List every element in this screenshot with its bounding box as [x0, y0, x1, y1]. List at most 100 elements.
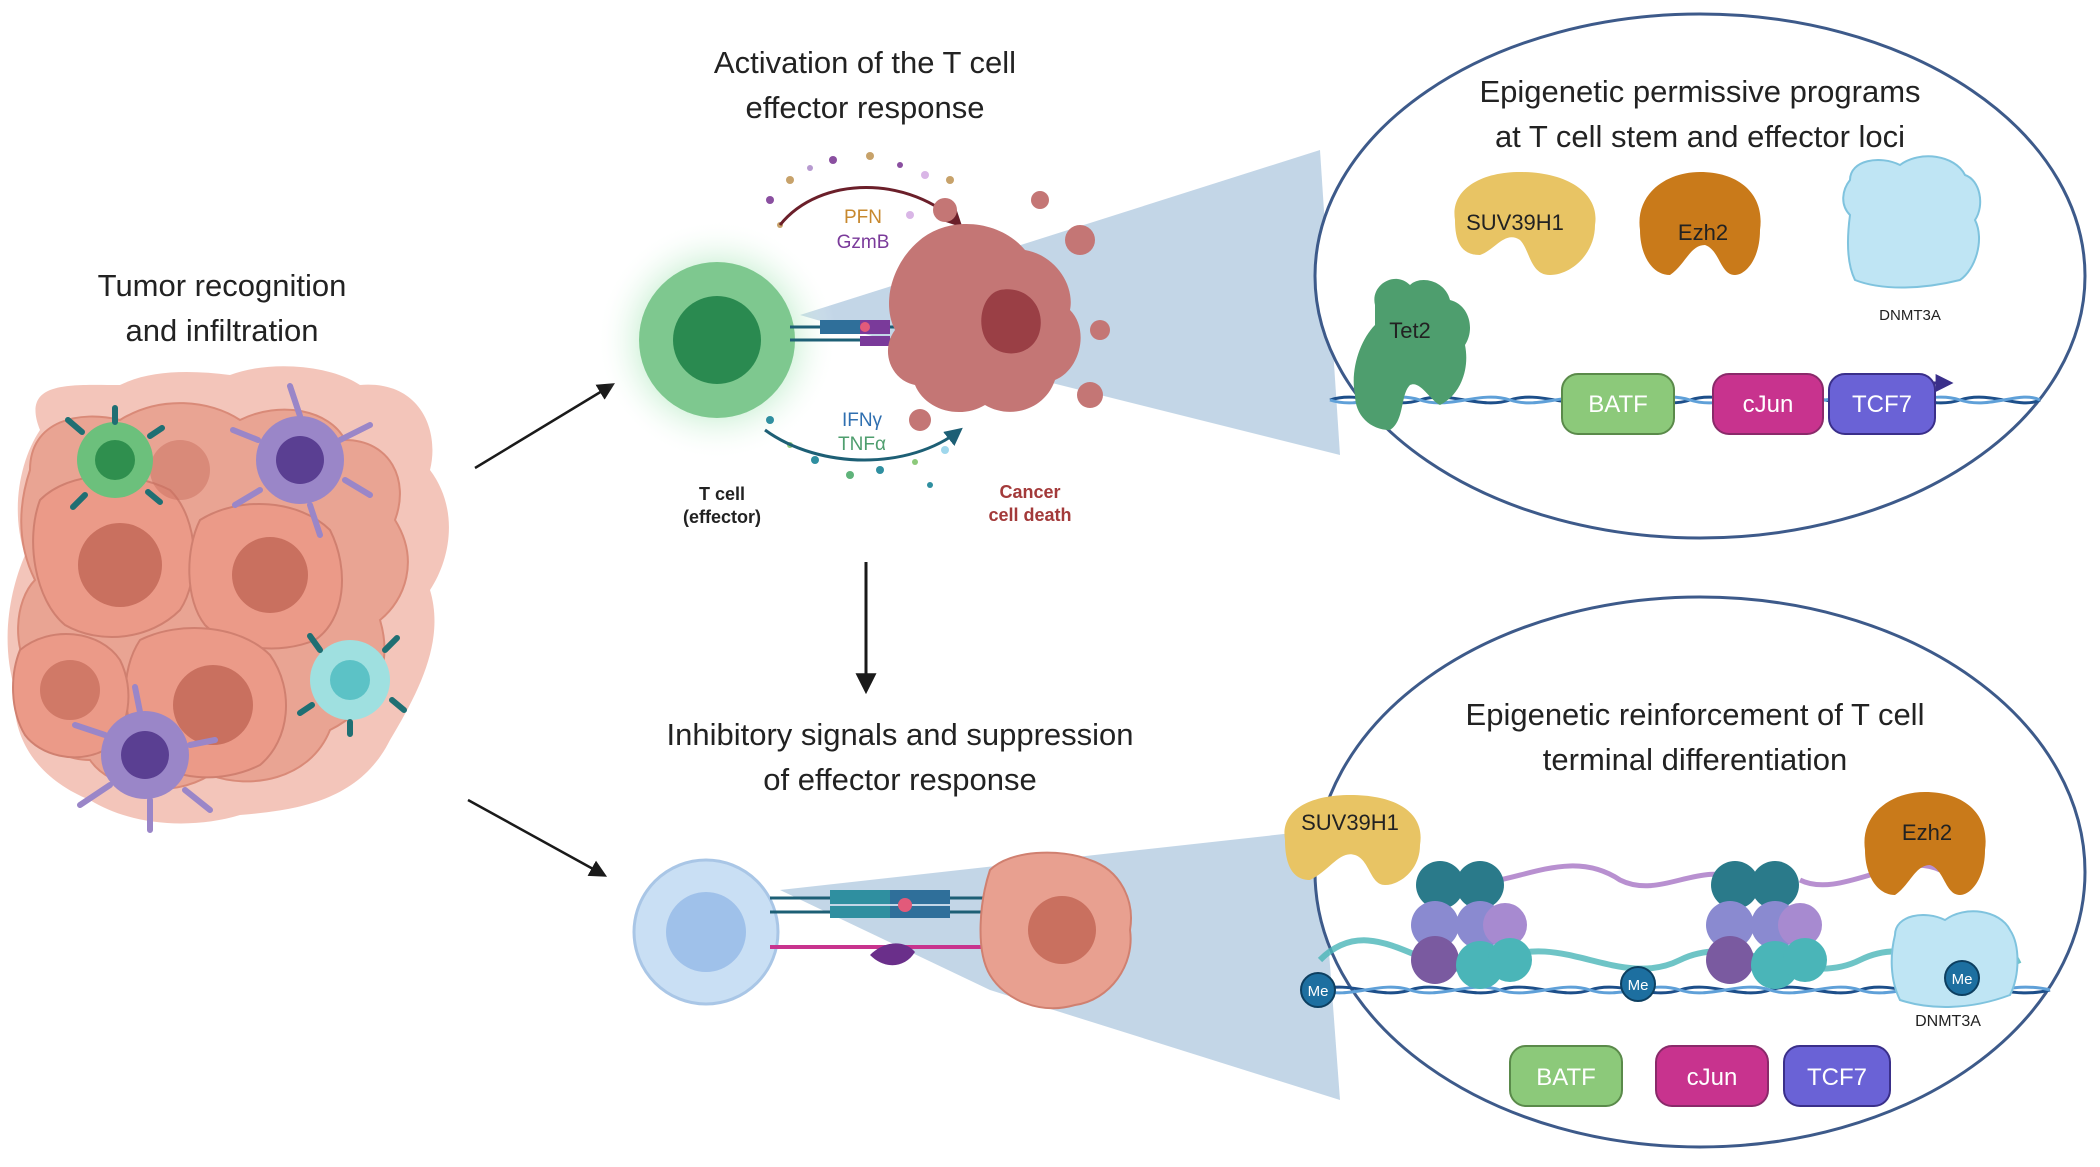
tcf7-label-bottom: TCF7 [1807, 1064, 1867, 1091]
tcr-synapse-bottom [770, 890, 1000, 966]
tcell-label-line1: T cell [699, 484, 745, 504]
ezh2-protein-bottom [1864, 792, 1986, 895]
suv39h1-label-bottom: SUV39H1 [1301, 810, 1399, 835]
tcr-block [820, 320, 860, 334]
cancer-cell-nucleus [981, 289, 1041, 354]
tet2-label: Tet2 [1389, 318, 1431, 343]
apoptotic-body [1090, 320, 1110, 340]
cytokine-dots [766, 416, 949, 488]
mhc-block [860, 336, 890, 346]
cytokine-dot [766, 416, 774, 424]
dnmt3a-label-bottom: DNMT3A [1915, 1013, 1981, 1030]
dying-cancer-cell [887, 191, 1110, 431]
granule-dots [766, 152, 954, 228]
ezh2-label-bottom: Ezh2 [1902, 820, 1952, 845]
apoptotic-body [1031, 191, 1049, 209]
antigen-dot [860, 322, 870, 332]
cytokine-dot [876, 466, 884, 474]
histone [1483, 903, 1527, 947]
histone [1416, 861, 1464, 909]
apoptotic-body [909, 409, 931, 431]
batf-label-top: BATF [1588, 391, 1648, 418]
permissive-title-line1: Epigenetic permissive programs [1479, 74, 1920, 109]
purple-cell-bottom [72, 684, 218, 833]
methyl-mark [1944, 960, 1980, 996]
methyl-label: Me [1308, 983, 1329, 1000]
cancer-label-line1: Cancer [999, 482, 1060, 502]
inhibitory-title-line1: Inhibitory signals and suppression [667, 717, 1134, 752]
reinforcement-title-line1: Epigenetic reinforcement of T cell [1466, 697, 1925, 732]
histone [1706, 901, 1754, 949]
granule-dot [829, 156, 837, 164]
histone [1751, 861, 1799, 909]
granule-dot [766, 196, 774, 204]
cjun-label-bottom: cJun [1687, 1064, 1738, 1091]
granule-dot [786, 176, 794, 184]
cjun-label-top: cJun [1743, 391, 1794, 418]
cyan-cell-receptors [297, 633, 407, 737]
tumor-nucleus-4 [40, 660, 100, 720]
antigen-dot [898, 898, 912, 912]
batf-label-bottom: BATF [1536, 1064, 1596, 1091]
histone [1411, 901, 1459, 949]
ezh2-protein-top [1639, 172, 1761, 275]
tcr-block [830, 890, 890, 904]
activation-title: Activation of the T cell effector respon… [714, 45, 1016, 125]
methyl-label: Me [1952, 971, 1973, 988]
nucleosome-2 [1706, 861, 1827, 989]
gzmb-label: GzmB [837, 232, 890, 253]
granule-dot [807, 165, 813, 171]
inhibitory-title-line2: of effector response [763, 762, 1036, 797]
granule-dot [921, 171, 929, 179]
effector-tcell-nucleus [673, 296, 761, 384]
inhibitory-receptor [870, 943, 915, 966]
tnfa-label: TNFα [838, 434, 886, 455]
tcf7-box-top [1828, 373, 1936, 435]
green-tcell-receptors [65, 405, 165, 510]
methyl-mark [1620, 966, 1656, 1002]
histone [1456, 861, 1504, 909]
suppressed-tcell-nucleus [666, 892, 746, 972]
cancer-label-line2: cell death [988, 505, 1071, 525]
apoptotic-body [933, 198, 957, 222]
permissive-title-line2: at T cell stem and effector loci [1495, 119, 1905, 154]
tumor-nucleus-2 [232, 537, 308, 613]
suv39h1-label-top: SUV39H1 [1466, 210, 1564, 235]
tumor-title-line2: and infiltration [125, 313, 318, 348]
histone [1783, 938, 1827, 982]
histone [1706, 936, 1754, 984]
tcell-label-line2: (effector) [683, 507, 761, 527]
tumor-mass [7, 366, 449, 833]
cytokine-dot [912, 459, 918, 465]
histone [1778, 903, 1822, 947]
granule-dot [866, 152, 874, 160]
suv39h1-protein-top [1454, 172, 1596, 275]
purple-cell-top [230, 383, 373, 538]
methyl-label: Me [1628, 977, 1649, 994]
dnmt3a-label-top: DNMT3A [1879, 307, 1941, 324]
cjun-box-top [1712, 373, 1824, 435]
methyl-mark [1300, 972, 1336, 1008]
histone [1711, 861, 1759, 909]
tcr-block [830, 906, 890, 918]
purple-cell-top-dendrites [230, 383, 373, 538]
granule-dot [906, 211, 914, 219]
ezh2-label-top: Ezh2 [1678, 220, 1728, 245]
green-tcell-nucleus [95, 440, 135, 480]
tumor-nucleus-1 [78, 523, 162, 607]
purple-cell-top-nucleus [276, 436, 324, 484]
tumor-nucleus-5 [150, 440, 210, 500]
apoptotic-body [1077, 382, 1103, 408]
activation-title-line2: effector response [746, 90, 985, 125]
nucleosome-1 [1411, 861, 1532, 989]
tumor-title-line1: Tumor recognition [98, 268, 347, 303]
batf-box-top [1561, 373, 1675, 435]
dnmt3a-protein-bottom [1890, 910, 2019, 1008]
cytokine-dot [941, 446, 949, 454]
cytokine-dot [811, 456, 819, 464]
batf-box-bottom [1509, 1045, 1623, 1107]
tumor-nucleus-3 [173, 665, 253, 745]
tet2-protein [1353, 278, 1470, 430]
cyan-cell-nucleus [330, 660, 370, 700]
